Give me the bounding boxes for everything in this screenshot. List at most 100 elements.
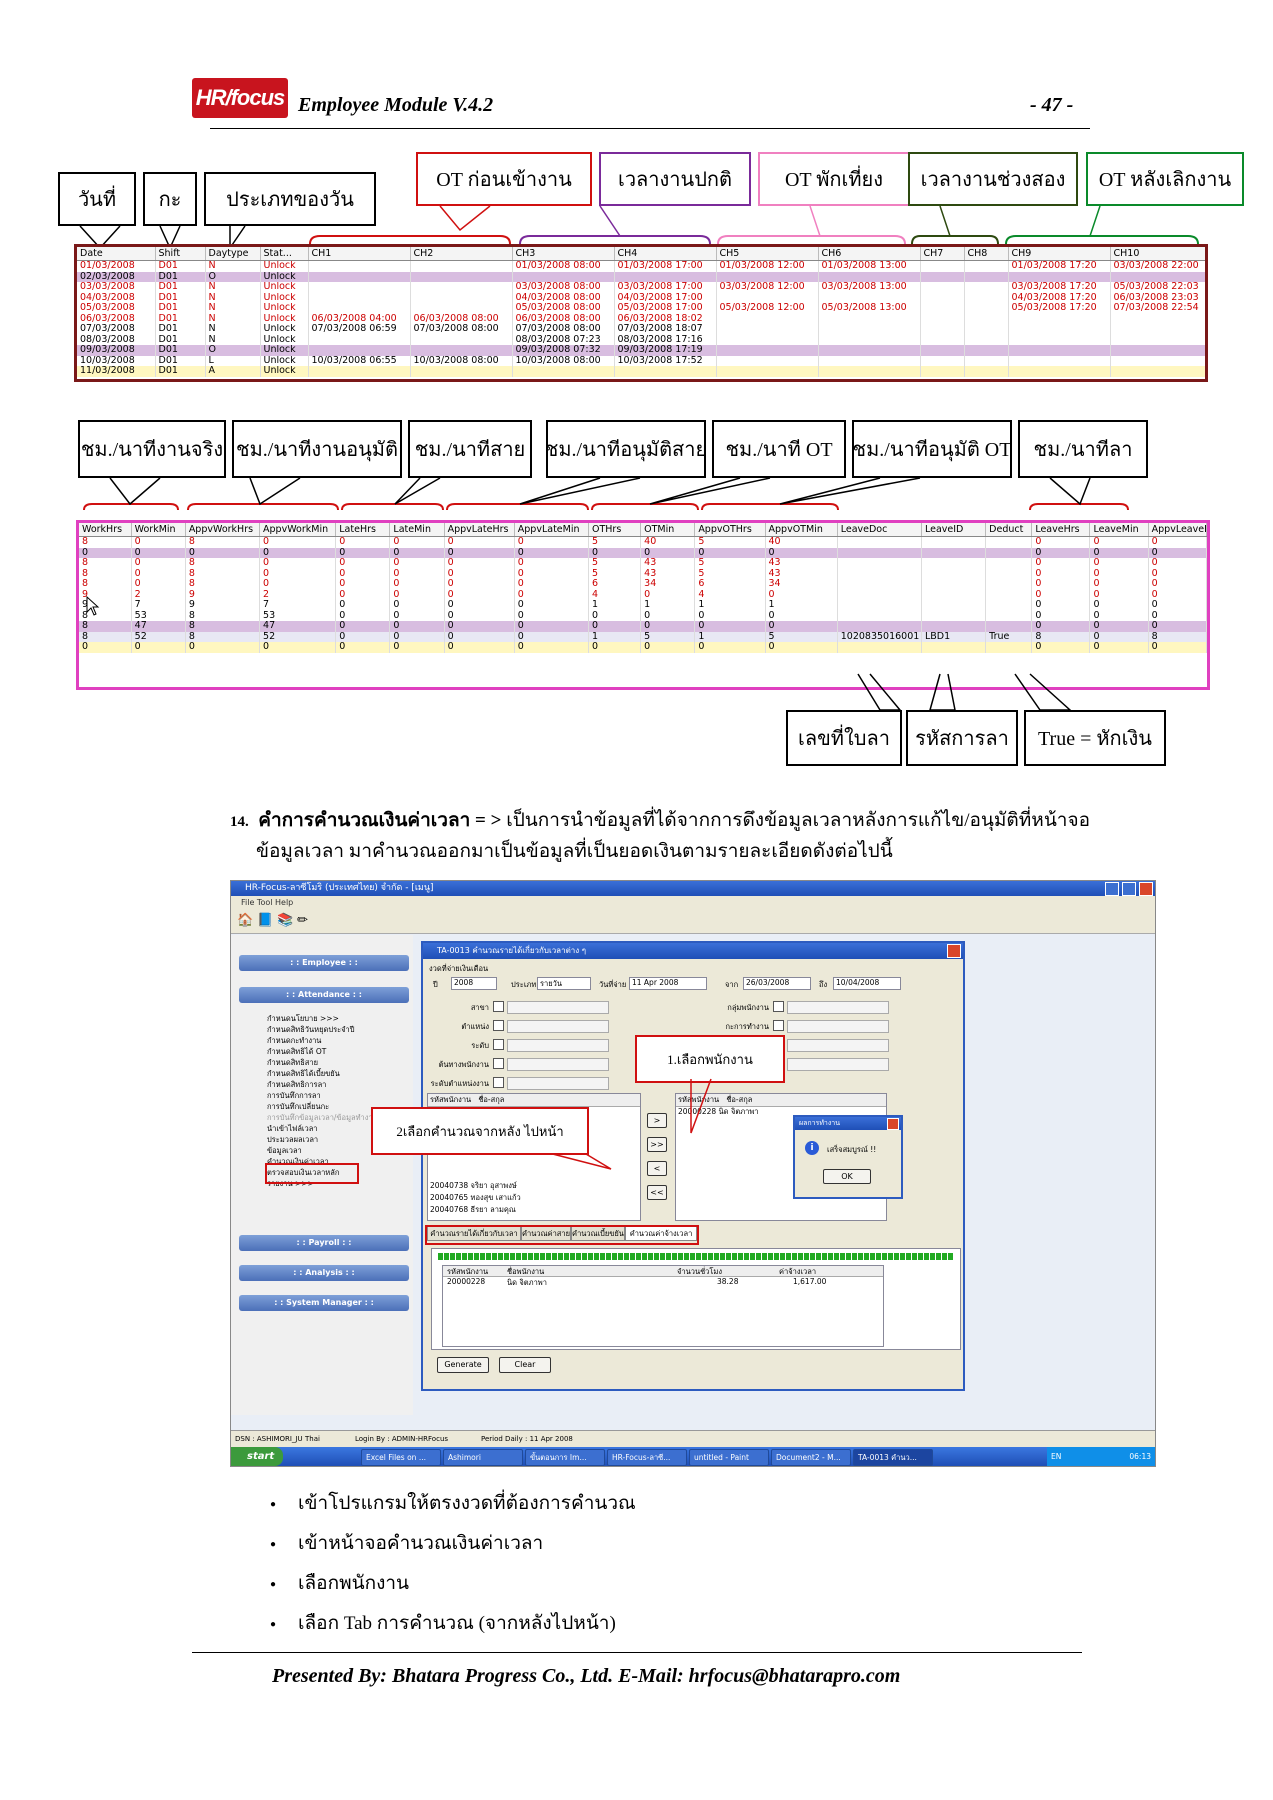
sidebar-attendance-item[interactable]: กำหนดสิทธิสาย [267, 1058, 318, 1067]
sidebar-attendance[interactable]: : : Attendance : : [239, 987, 409, 1003]
list-item[interactable]: 20000228 นิด จิตภาพา [678, 1107, 759, 1116]
column-header[interactable]: CH6 [818, 247, 921, 261]
sidebar-attendance-item[interactable]: กำหนดสิทธิวันหยุดประจำปี [267, 1025, 355, 1034]
column-header[interactable]: CH1 [308, 247, 411, 261]
column-header[interactable]: AppvWorkHrs [185, 523, 261, 537]
filter-select[interactable] [787, 1020, 889, 1033]
taskbar-button[interactable]: Excel Files on ... [361, 1449, 441, 1466]
taskbar-button[interactable]: Ashimori [443, 1449, 523, 1466]
list-item[interactable]: 20040765 ทองสุข เสาแก้ว [430, 1193, 521, 1202]
move-button[interactable]: << [647, 1185, 667, 1200]
sidebar-attendance-item[interactable]: กำหนดสิทธิได้ OT [267, 1047, 327, 1056]
sidebar-attendance-item[interactable]: ข้อมูลเวลา [267, 1146, 302, 1155]
maximize-icon[interactable] [1122, 882, 1137, 896]
filter-select[interactable] [787, 1058, 889, 1071]
sidebar-attendance-item[interactable]: นำเข้าไฟล์เวลา [267, 1124, 318, 1133]
column-header[interactable]: LateMin [389, 523, 445, 537]
generate-button[interactable]: Generate [437, 1357, 489, 1373]
filter-select[interactable] [787, 1039, 889, 1052]
language-indicator[interactable]: EN [1051, 1452, 1062, 1461]
taskbar-button[interactable]: TA-0013 คำนว... [853, 1449, 933, 1466]
minimize-icon[interactable] [1105, 882, 1120, 896]
column-header[interactable]: CH3 [512, 247, 615, 261]
close-icon[interactable] [1139, 882, 1153, 896]
column-header[interactable]: LeaveMin [1089, 523, 1149, 537]
home-icon[interactable]: 🏠 [237, 913, 254, 928]
column-header[interactable]: LeaveID [921, 523, 987, 537]
to-date-field[interactable]: 10/04/2008 [833, 977, 901, 990]
column-header[interactable]: CH4 [614, 247, 717, 261]
from-date-field[interactable]: 26/03/2008 [743, 977, 811, 990]
pencil-icon[interactable]: ✏ [297, 913, 308, 928]
result-table[interactable]: รหัสพนักงาน ชื่อพนักงาน จำนวนชั่วโมง ค่า… [442, 1265, 884, 1347]
sidebar-attendance-item[interactable]: การบันทึกข้อมูลเวลา/ข้อมูลทำงาน [267, 1113, 378, 1122]
result-row[interactable]: 20000228 นิด จิตภาพา 38.28 1,617.00 [447, 1277, 827, 1287]
taskbar-button[interactable]: untitled - Paint [689, 1449, 769, 1466]
filter-checkbox[interactable] [493, 1039, 504, 1050]
column-header[interactable]: CH5 [716, 247, 819, 261]
msgbox-ok-button[interactable]: OK [823, 1169, 871, 1184]
filter-checkbox[interactable] [773, 1001, 784, 1012]
column-header[interactable]: LateHrs [335, 523, 391, 537]
column-header[interactable]: Deduct [985, 523, 1033, 537]
column-header[interactable]: OTMin [640, 523, 696, 537]
column-header[interactable]: AppvLateMin [514, 523, 590, 537]
column-header[interactable]: AppvWorkMin [259, 523, 337, 537]
move-button[interactable]: > [647, 1113, 667, 1128]
taskbar-button[interactable]: ขั้นตอนการ Im... [525, 1449, 605, 1466]
column-header[interactable]: CH2 [410, 247, 513, 261]
year-field[interactable]: 2008 [451, 977, 497, 990]
sidebar-attendance-item[interactable]: กำหนดสิทธิการลา [267, 1080, 327, 1089]
filter-select[interactable] [507, 1077, 609, 1090]
sidebar-attendance-item[interactable]: การบันทึกการลา [267, 1091, 321, 1100]
sidebar-attendance-item[interactable]: คำนวณเงินค่าเวลา [267, 1157, 329, 1166]
filter-select[interactable] [507, 1020, 609, 1033]
paydate-field[interactable]: 11 Apr 2008 [629, 977, 707, 990]
filter-checkbox[interactable] [493, 1058, 504, 1069]
sidebar-attendance-item[interactable]: กำหนดนโยบาย >>> [267, 1014, 339, 1023]
list-item[interactable]: 20040768 ธีรยา ลามคุณ [430, 1205, 516, 1214]
column-header[interactable]: LeaveHrs [1031, 523, 1091, 537]
books-icon[interactable]: 📚 [277, 913, 294, 928]
move-button[interactable]: < [647, 1161, 667, 1176]
column-header[interactable]: Date [77, 247, 156, 261]
clear-button[interactable]: Clear [499, 1357, 551, 1373]
list-item[interactable]: 20040738 จริยา อุสาพงษ์ [430, 1181, 517, 1190]
sidebar-attendance-item[interactable]: กำหนดกะทำงาน [267, 1036, 322, 1045]
filter-select[interactable] [787, 1001, 889, 1014]
sidebar-attendance-item[interactable]: ตรวจสอบเงินเวลาหลัก [267, 1168, 340, 1177]
type-select[interactable]: รายวัน [537, 977, 591, 990]
start-button[interactable]: start [231, 1447, 283, 1466]
filter-select[interactable] [507, 1039, 609, 1052]
taskbar-button[interactable]: HR-Focus-ลาซี... [607, 1449, 687, 1466]
column-header[interactable]: WorkMin [131, 523, 186, 537]
column-header[interactable]: CH10 [1110, 247, 1205, 261]
column-header[interactable]: Stat... [260, 247, 309, 261]
filter-checkbox[interactable] [493, 1020, 504, 1031]
book-icon[interactable]: 📘 [257, 913, 274, 928]
sidebar-system-manager[interactable]: : : System Manager : : [239, 1295, 409, 1311]
column-header[interactable]: OTHrs [588, 523, 642, 537]
app-menubar[interactable]: File Tool Help [231, 896, 1155, 909]
column-header[interactable]: AppvLateHrs [444, 523, 515, 537]
sidebar-payroll[interactable]: : : Payroll : : [239, 1235, 409, 1251]
column-header[interactable]: AppvLeaveH [1148, 523, 1207, 537]
filter-select[interactable] [507, 1001, 609, 1014]
sidebar-employee[interactable]: : : Employee : : [239, 955, 409, 971]
sidebar-attendance-item[interactable]: การบันทึกเปลี่ยนกะ [267, 1102, 330, 1111]
